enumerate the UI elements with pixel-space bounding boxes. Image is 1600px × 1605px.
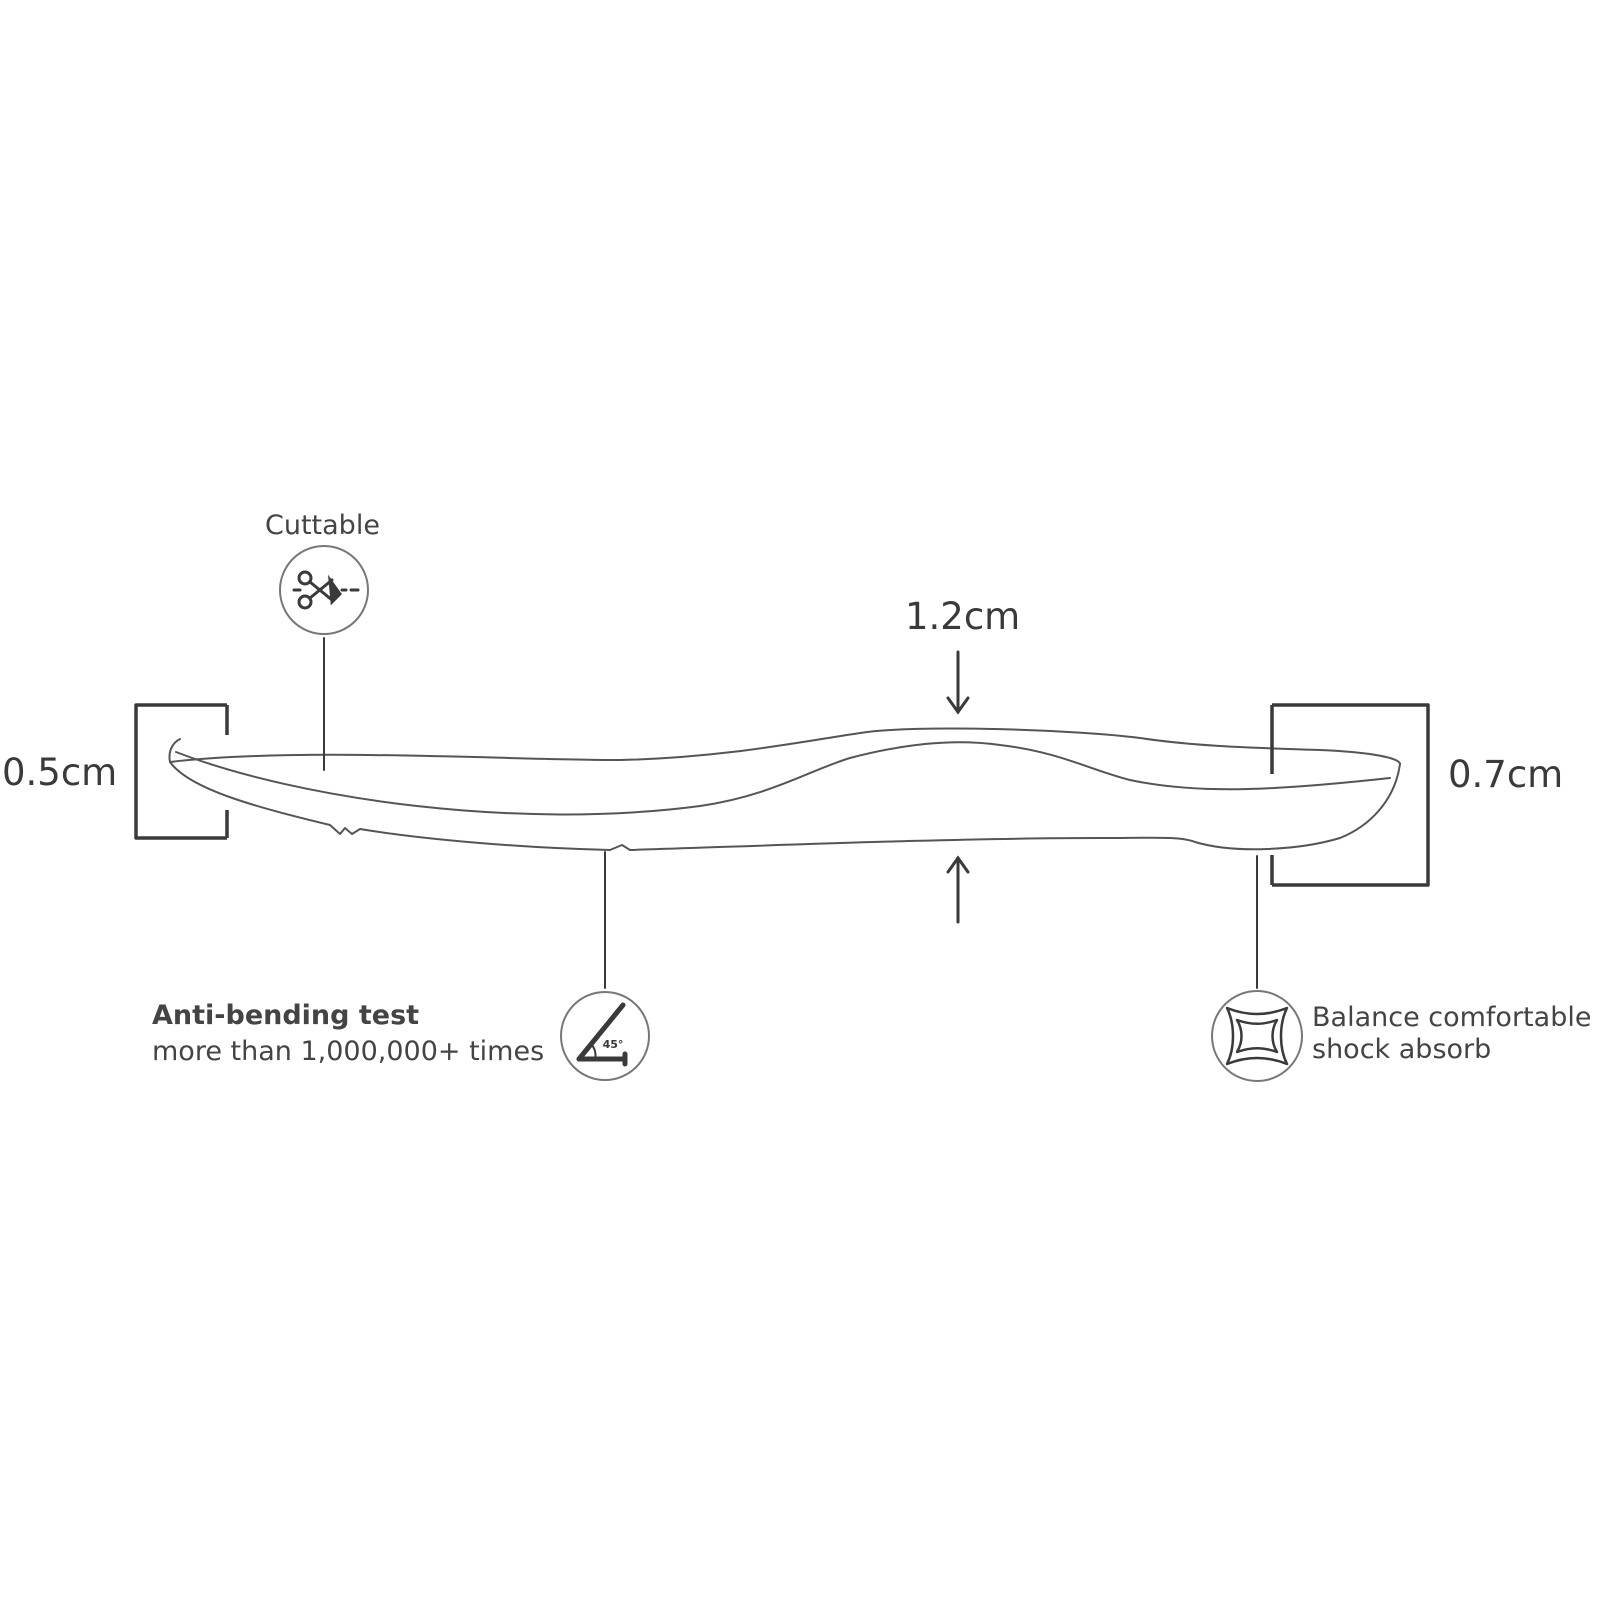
center-thickness-label: 1.2cm: [905, 595, 1021, 638]
angle-45-icon: 45°: [560, 991, 650, 1081]
left-thickness-bracket: [134, 703, 229, 840]
arrow-down-icon: [946, 650, 970, 715]
arrow-up-icon: [946, 855, 970, 924]
insole-top-outline: [168, 727, 1401, 765]
balance-label-line2: shock absorb: [1312, 1034, 1492, 1065]
insole-arch-line: [175, 741, 1391, 816]
cuttable-label: Cuttable: [265, 510, 380, 541]
balance-label-line1: Balance comfortable: [1312, 1002, 1592, 1033]
shock-absorb-icon: [1211, 990, 1303, 1082]
anti-bending-title: Anti-bending test: [152, 1000, 420, 1031]
insole-bottom-outline: [169, 761, 1401, 851]
scissors-icon: [279, 545, 369, 635]
right-thickness-label: 0.7cm: [1448, 753, 1564, 796]
angle-label: 45°: [603, 1038, 624, 1051]
left-thickness-label: 0.5cm: [2, 751, 118, 794]
right-thickness-bracket: [1270, 703, 1430, 887]
anti-bending-detail: more than 1,000,000+ times: [152, 1036, 545, 1067]
